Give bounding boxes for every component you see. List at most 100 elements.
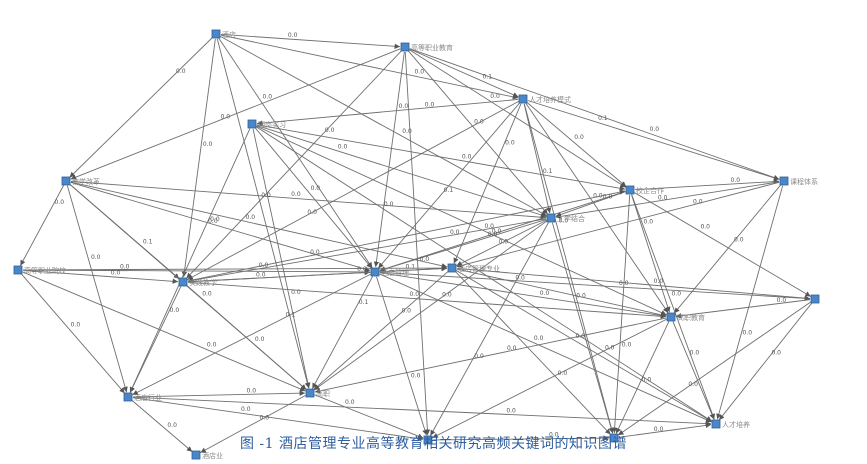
edge-weight-label: 0.0 <box>576 292 586 299</box>
edge-weight-label: 0.0 <box>484 223 494 230</box>
node-jiudian_zy[interactable]: 酒店管理专业 <box>447 263 500 273</box>
edge-dinggang-gongxue <box>256 125 547 218</box>
edge-jiudian_gl-bottom1 <box>376 276 428 436</box>
node-gongxue[interactable]: 工学结合 <box>546 213 585 223</box>
edge-jiaoxue_gg-jiudian_hy <box>66 185 128 393</box>
node-rencai_py[interactable]: 人才培养 <box>711 419 750 429</box>
edge-gaodeng-shijian <box>186 50 402 279</box>
node-gaozhi2[interactable]: 高职 <box>305 388 330 398</box>
edge-weight-label: 0.0 <box>505 139 515 146</box>
edge-gaozhi2-bottom1 <box>314 394 424 439</box>
edge-weight-label: 0.1 <box>405 264 415 271</box>
edge-xiaoqi-bottom2 <box>611 194 631 434</box>
node-bottom1[interactable] <box>423 435 433 445</box>
node-dinggang[interactable]: 顶岗实习 <box>247 119 286 129</box>
edge-weight-label: 0.1 <box>444 187 454 194</box>
edge-weight-label: 0.0 <box>549 432 559 439</box>
edge-jiudian_zy-right_edge <box>456 267 811 301</box>
edge-weight-label: 0.0 <box>490 93 500 100</box>
node-label: 高等职业院校 <box>24 266 66 275</box>
node-jiudian_hy[interactable]: 酒店行业 <box>123 392 162 402</box>
node-jiudian_gl[interactable]: 酒店管理 <box>370 267 409 277</box>
node-label: 顶岗实习 <box>258 120 286 129</box>
edge-dinggang-gaozhi2 <box>252 128 311 389</box>
edge-weight-label: 0.0 <box>643 219 653 226</box>
edge-rencai_ms-bottom2 <box>523 103 614 434</box>
node-gaodeng_yx[interactable]: 高等职业院校 <box>13 265 66 275</box>
edge-weight-label: 0.1 <box>286 311 296 318</box>
edge-weight-label: 0.0 <box>559 217 569 224</box>
edge-jiudian-jiaoxue_gg <box>69 37 213 178</box>
edge-gaodeng_yx-jiudian_gl <box>22 269 371 275</box>
edge-bottom2-rencai_py <box>618 422 712 438</box>
node-box <box>423 435 433 445</box>
node-gaozhi[interactable]: 高职教育 <box>666 312 705 322</box>
edge-weight-label: 0.0 <box>338 143 348 150</box>
edge-weight-label: 0.0 <box>506 407 516 414</box>
edge-weight-label: 0.0 <box>603 193 613 200</box>
edge-bottom1-bottom2 <box>432 435 610 441</box>
edge-right_edge-rencai_py <box>718 302 813 421</box>
edge-gaodeng-xiaoqi <box>408 49 627 188</box>
edge-rencai_ms-xiaoqi <box>526 101 627 188</box>
node-jiaoxue_gg[interactable]: 教学改革 <box>61 176 100 186</box>
node-label: 教学改革 <box>72 177 100 186</box>
node-bottom3[interactable]: 酒店业 <box>191 450 223 460</box>
edge-rencai_ms-shijian <box>187 100 519 281</box>
edge-jiudian_zy-gaozhi2 <box>313 270 449 391</box>
edge-weight-label: 0.0 <box>575 333 585 340</box>
node-label: 实践教学 <box>189 278 217 287</box>
node-label: 酒店业 <box>202 451 223 460</box>
edge-weight-label: 0.0 <box>499 239 509 246</box>
edge-weight-label: 0.0 <box>654 426 664 433</box>
edge-weight-label: 0.0 <box>291 191 301 198</box>
edge-weight-label: 0.0 <box>771 350 781 357</box>
edge-xiaoqi-gongxue <box>555 191 626 218</box>
edge-jiaoxue_gg-jiudian_zy <box>70 181 448 269</box>
edge-jiaoxue_gg-gongxue <box>70 180 547 220</box>
edge-xiaoqi-jiudian_gl <box>379 191 626 272</box>
edge-shijian-gaozhi <box>187 281 667 319</box>
edge-weight-label: 0.0 <box>288 32 298 39</box>
edge-dinggang-rencai_py <box>255 126 713 422</box>
node-right_edge[interactable] <box>810 294 820 304</box>
edge-gaodeng-gongxue <box>407 50 549 215</box>
edge-gaozhi-bottom1 <box>432 318 667 439</box>
edge-weight-label: 0.0 <box>690 350 700 357</box>
edge-weight-label: 0.0 <box>241 406 251 413</box>
edge-gaodeng-rencai_ms <box>409 48 519 98</box>
node-box <box>123 392 133 402</box>
node-bottom2[interactable] <box>609 433 619 443</box>
edge-rencai_ms-jiudian_zy <box>453 103 522 264</box>
edge-gaodeng_yx-jiudian_hy <box>20 273 126 394</box>
edge-weight-label: 0.0 <box>442 292 452 299</box>
edge-xiaoqi-right_edge <box>634 192 811 297</box>
edge-rencai_ms-kecheng <box>527 100 780 181</box>
node-label: 酒店 <box>222 30 236 39</box>
node-shijian[interactable]: 实践教学 <box>178 277 217 287</box>
edge-gaodeng-jiaoxue_gg <box>70 48 401 180</box>
edge-weight-label: 0.1 <box>143 239 153 246</box>
node-box <box>518 94 528 104</box>
edge-weight-label: 0.0 <box>450 229 460 236</box>
edge-jiudian-jiudian_gl <box>218 37 373 269</box>
edge-weight-label: 0.0 <box>777 297 787 304</box>
node-box <box>370 267 380 277</box>
node-label: 高职 <box>316 389 330 398</box>
edge-weight-label: 0.0 <box>488 231 498 238</box>
node-rencai_ms[interactable]: 人才培养模式 <box>518 94 571 104</box>
edge-weight-label: 0.0 <box>474 353 484 360</box>
node-xiaoqi[interactable]: 校企合作 <box>625 185 664 195</box>
edge-kecheng-rencai_py <box>716 185 784 420</box>
edge-weight-label: 0.0 <box>672 291 682 298</box>
node-kecheng[interactable]: 课程体系 <box>779 176 818 186</box>
edge-weight-label: 0.0 <box>700 223 710 230</box>
edge-gaozhi-rencai_py <box>672 321 715 420</box>
edge-weight-label: 0.0 <box>120 264 130 271</box>
edge-jiudian_gl-right_edge <box>379 271 811 302</box>
edge-weight-label: 0.0 <box>619 280 629 287</box>
node-jiudian[interactable]: 酒店 <box>211 29 236 39</box>
edge-weight-label: 0.0 <box>593 192 603 199</box>
node-gaodeng[interactable]: 高等职业教育 <box>400 42 453 52</box>
edge-kecheng-jiudian_zy <box>456 181 780 268</box>
